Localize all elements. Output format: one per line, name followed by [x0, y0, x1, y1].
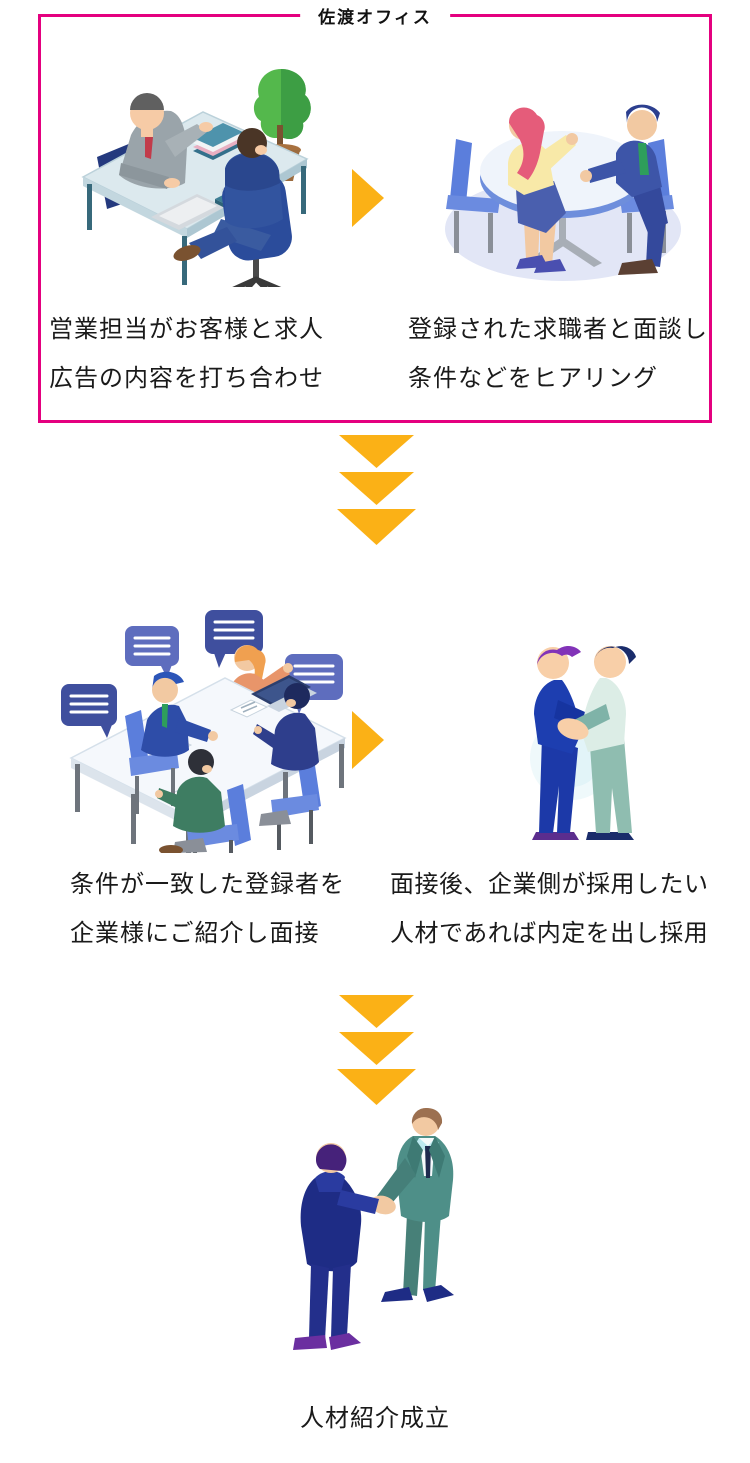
step-caption: 面接後、企業側が採用したい 人材であれば内定を出し採用 — [390, 860, 709, 958]
interviewer-man-cap — [125, 671, 218, 814]
step-caption-line: 人材であれば内定を出し採用 — [390, 920, 709, 947]
handshake-hands — [557, 718, 589, 740]
final-handshake-illustration — [283, 1092, 490, 1360]
candidate-man-back-green — [155, 749, 251, 853]
speech-bubble-icon — [205, 610, 263, 668]
offer-handshake-illustration — [460, 618, 690, 848]
step-caption: 登録された求職者と面談し 条件などをヒアリング — [408, 305, 708, 403]
right-arrow-icon — [350, 710, 384, 770]
step-caption: 営業担当がお客様と求人 広告の内容を打ち合わせ — [49, 305, 324, 403]
sado-office-title: 佐渡オフィス — [300, 3, 450, 28]
triple-chevron-down-icon — [337, 435, 416, 545]
agent-man-navy-suit-back — [293, 1143, 379, 1350]
document-paper — [229, 699, 269, 718]
hired-man-teal-suit — [377, 1107, 454, 1302]
final-caption: 人材紹介成立 — [300, 1405, 450, 1432]
sado-office-box: 佐渡オフィス — [38, 3, 712, 423]
step-caption-line: 条件が一致した登録者を — [70, 871, 345, 898]
speech-bubble-icon — [61, 684, 117, 738]
jobseeker-woman — [508, 107, 578, 273]
step-caption: 条件が一致した登録者を 企業様にご紹介し面接 — [70, 860, 345, 958]
book-stack — [193, 123, 243, 160]
company-interview-illustration — [55, 598, 355, 853]
candidate-man-back-right — [253, 683, 321, 850]
consultant-man — [580, 104, 668, 275]
sales-desk-meeting-illustration — [75, 47, 335, 287]
interviewee-navy-suit — [173, 128, 283, 261]
step-caption-line: 登録された求職者と面談し — [408, 316, 708, 343]
triple-chevron-down-icon — [337, 995, 416, 1105]
step-caption-line: 企業様にご紹介し面接 — [70, 920, 320, 947]
right-arrow-icon — [350, 168, 384, 228]
sales-person-grey-suit — [119, 93, 213, 189]
round-table-interview-illustration — [420, 61, 700, 291]
step-caption-line: 条件などをヒアリング — [408, 365, 658, 392]
step-caption-line: 営業担当がお客様と求人 — [49, 316, 324, 343]
left-chair — [446, 139, 500, 253]
step-caption-line: 面接後、企業側が採用したい — [390, 871, 709, 898]
speech-bubble-icon — [125, 626, 179, 678]
candidate-mint-shirt — [570, 646, 636, 840]
laptop-icon — [151, 194, 225, 230]
step-caption-line: 広告の内容を打ち合わせ — [49, 365, 324, 392]
